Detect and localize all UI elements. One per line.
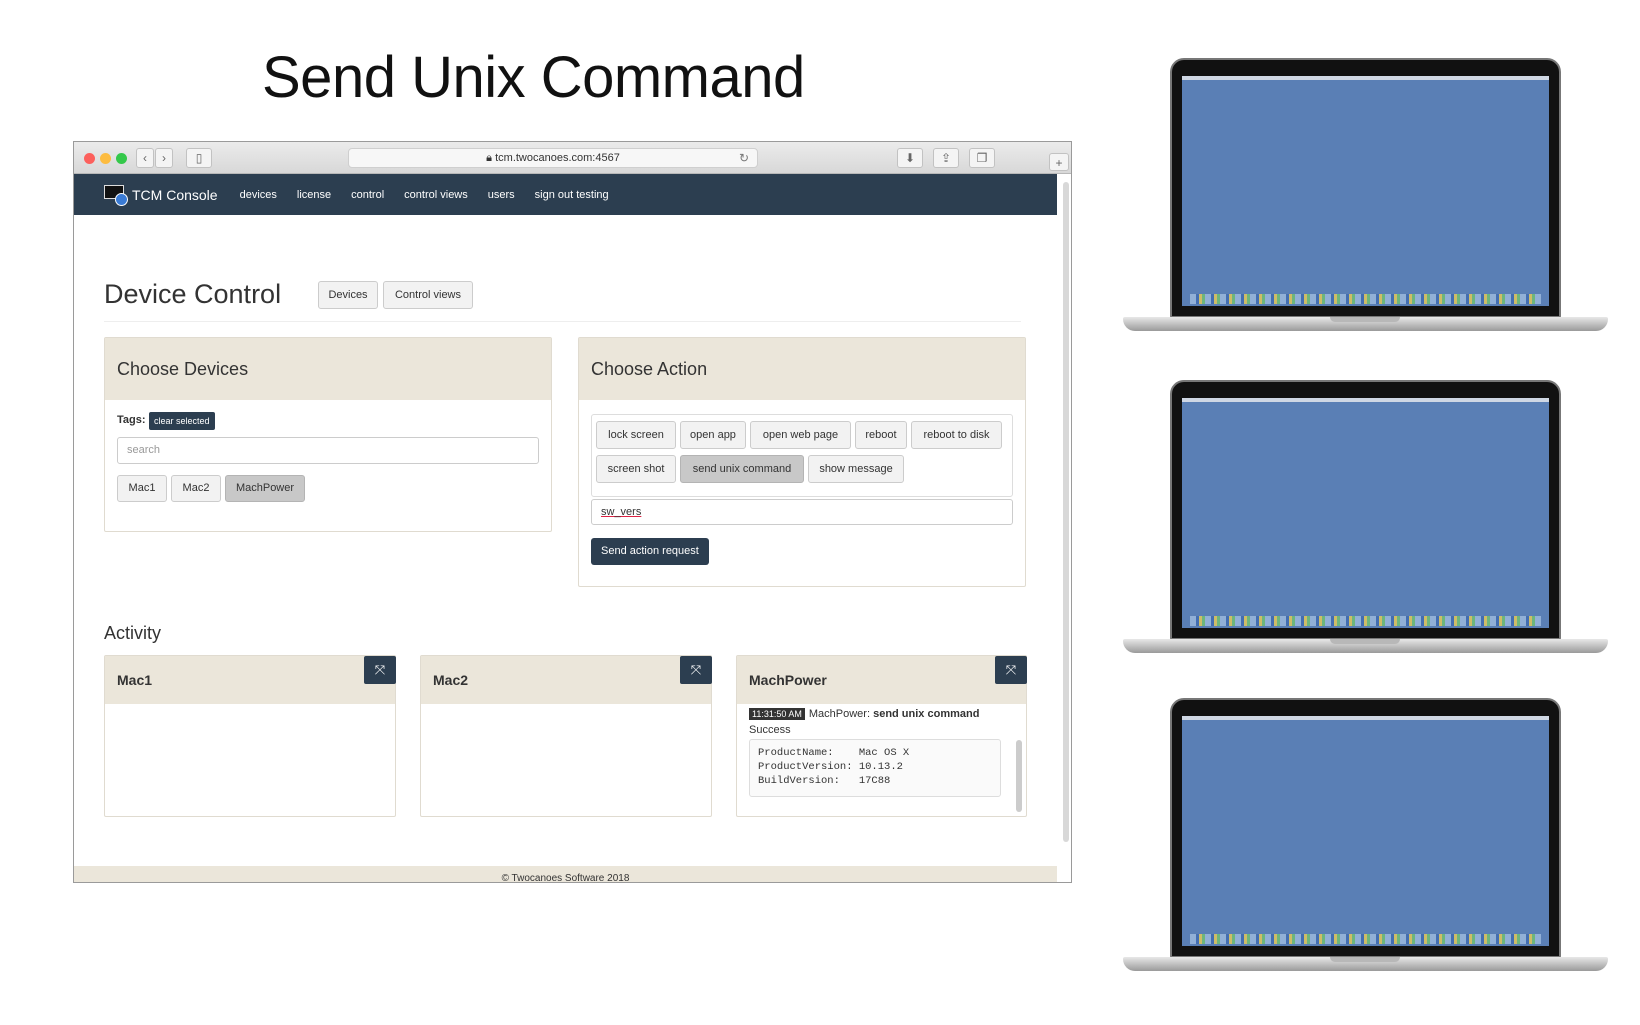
activity-panel-title: Mac1: [105, 656, 395, 704]
expand-icon[interactable]: ⤧: [364, 656, 396, 684]
log-device: MachPower:: [808, 708, 871, 720]
choose-devices-title: Choose Devices: [105, 338, 551, 400]
action-open-web-page[interactable]: open web page: [750, 421, 851, 449]
address-bar[interactable]: 🔒︎ tcm.twocanoes.com:4567 ↻: [348, 148, 758, 168]
choose-action-panel: Choose Action lock screen open app open …: [578, 337, 1026, 587]
laptop-2: [1123, 380, 1608, 660]
browser-window: ‹ › ▯ 🔒︎ tcm.twocanoes.com:4567 ↻ ⬇ ⇪ ❐ …: [73, 141, 1072, 883]
device-button-mac1[interactable]: Mac1: [117, 475, 167, 502]
activity-title: Activity: [104, 623, 162, 643]
action-show-message[interactable]: show message: [808, 455, 904, 483]
activity-panel-title: Mac2: [421, 656, 711, 704]
log-timestamp: 11:31:50 AM: [749, 708, 805, 720]
download-icon[interactable]: ⬇: [897, 148, 923, 168]
activity-panel-mac1: Mac1 ⤧: [104, 655, 396, 817]
send-action-request-button[interactable]: Send action request: [591, 538, 709, 565]
nav-sign-out[interactable]: sign out testing: [534, 188, 609, 201]
laptop-1: [1123, 58, 1608, 338]
device-search-input[interactable]: search: [117, 437, 539, 464]
devices-header-button[interactable]: Devices: [318, 281, 378, 309]
action-lock-screen[interactable]: lock screen: [596, 421, 676, 449]
sidebar-icon[interactable]: ▯: [186, 148, 212, 168]
nav-control-views[interactable]: control views: [404, 188, 468, 201]
expand-icon[interactable]: ⤧: [680, 656, 712, 684]
action-send-unix-command[interactable]: send unix command: [680, 455, 804, 483]
device-button-mac2[interactable]: Mac2: [171, 475, 221, 502]
choose-devices-panel: Choose Devices Tags: clear selected sear…: [104, 337, 552, 532]
reload-icon[interactable]: ↻: [738, 151, 749, 165]
action-screen-shot[interactable]: screen shot: [596, 455, 676, 483]
divider: [104, 321, 1021, 322]
activity-panel-mac2: Mac2 ⤧: [420, 655, 712, 817]
nav-license[interactable]: license: [296, 188, 332, 201]
clear-selected-button[interactable]: clear selected: [149, 412, 215, 430]
action-reboot[interactable]: reboot: [855, 421, 907, 449]
browser-toolbar: ‹ › ▯ 🔒︎ tcm.twocanoes.com:4567 ↻ ⬇ ⇪ ❐ …: [74, 142, 1071, 174]
nav-control[interactable]: control: [351, 188, 385, 201]
url-text: tcm.twocanoes.com:4567: [495, 152, 620, 164]
laptop-screen: [1182, 716, 1549, 946]
activity-scrollbar[interactable]: [1016, 740, 1022, 812]
brand-link[interactable]: TCM Console: [132, 186, 218, 203]
page-content: Device Control Devices Control views Cho…: [74, 215, 1057, 866]
activity-panel-title: MachPower: [737, 656, 1026, 704]
tags-label: Tags:: [117, 414, 146, 426]
new-tab-icon[interactable]: +: [1049, 153, 1069, 171]
laptop-screen: [1182, 398, 1549, 628]
action-open-app[interactable]: open app: [680, 421, 746, 449]
zoom-window-icon[interactable]: [116, 153, 127, 164]
share-icon[interactable]: ⇪: [933, 148, 959, 168]
lock-icon: 🔒︎: [486, 152, 496, 164]
close-window-icon[interactable]: [84, 153, 95, 164]
command-output: ProductName: Mac OS X ProductVersion: 10…: [749, 739, 1001, 797]
laptop-3: [1123, 698, 1608, 978]
log-action: send unix command: [873, 708, 980, 720]
tabs-icon[interactable]: ❐: [969, 148, 995, 168]
nav-devices[interactable]: devices: [239, 188, 277, 201]
page-title: Device Control: [104, 279, 282, 309]
minimize-window-icon[interactable]: [100, 153, 111, 164]
device-button-machpower[interactable]: MachPower: [225, 475, 305, 502]
page-scrollbar[interactable]: [1063, 182, 1069, 842]
top-navbar: TCM Console devices license control cont…: [74, 174, 1057, 215]
action-reboot-to-disk[interactable]: reboot to disk: [911, 421, 1002, 449]
back-icon[interactable]: ‹: [136, 148, 154, 168]
forward-icon[interactable]: ›: [155, 148, 173, 168]
choose-action-title: Choose Action: [579, 338, 1025, 400]
laptop-screen: [1182, 76, 1549, 306]
control-views-header-button[interactable]: Control views: [383, 281, 473, 309]
unix-command-input[interactable]: sw_vers: [591, 499, 1013, 525]
log-status: Success: [749, 724, 791, 736]
action-button-group: lock screen open app open web page reboo…: [591, 414, 1013, 497]
slide-title: Send Unix Command: [262, 45, 805, 110]
expand-icon[interactable]: ⤧: [995, 656, 1027, 684]
tcm-logo-icon: [104, 184, 128, 206]
footer: © Twocanoes Software 2018: [74, 866, 1057, 882]
nav-users[interactable]: users: [487, 188, 515, 201]
